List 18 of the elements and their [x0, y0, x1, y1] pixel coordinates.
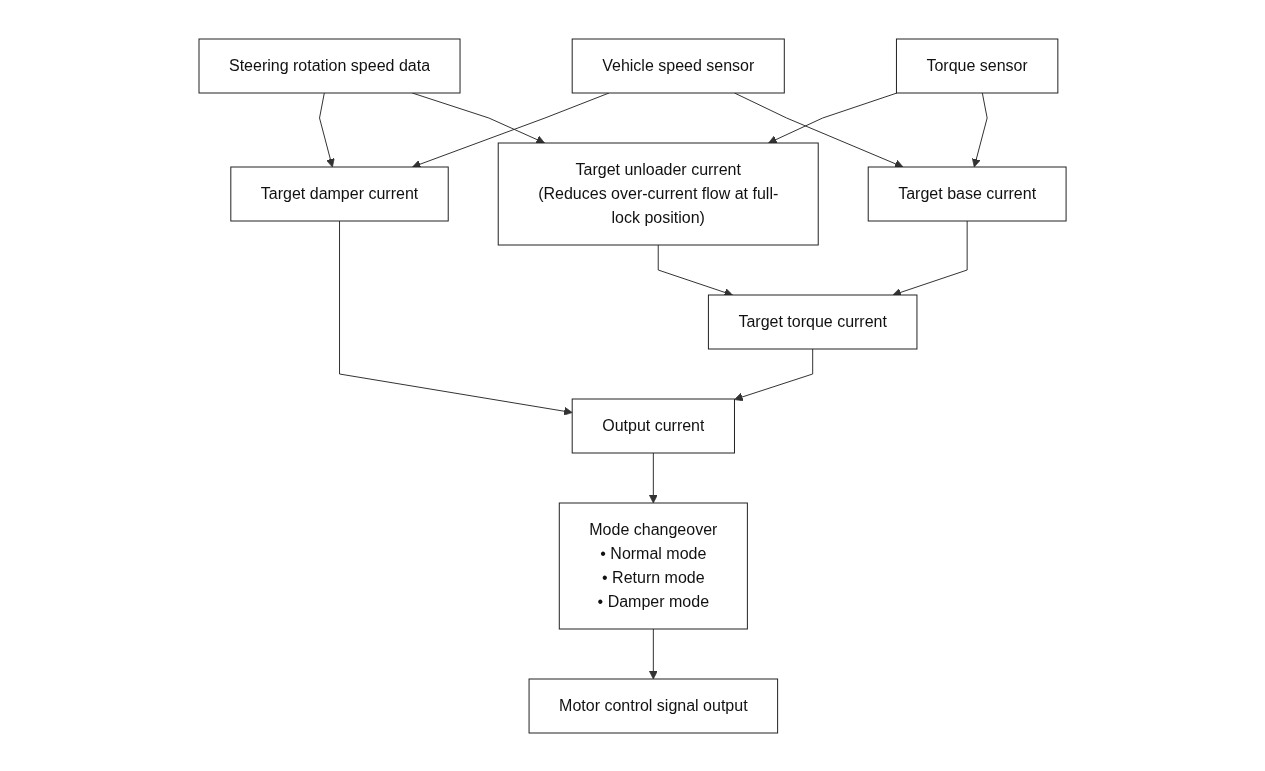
arrow: [734, 348, 814, 401]
node-box: Steering rotation speed data: [198, 38, 461, 93]
arrow: [768, 92, 898, 144]
arrow: [648, 628, 658, 679]
node-box: Mode changeover • Normal mode • Return mode • Damper mode: [558, 502, 748, 629]
arrow: [412, 92, 610, 168]
arrow: [648, 452, 658, 503]
arrow: [971, 92, 988, 167]
node-box: Target damper current: [230, 166, 449, 221]
node-box: Target base current: [867, 166, 1067, 221]
node-box: Output current: [571, 398, 735, 453]
node-box: Target unloader current (Reduces over-current flow at full-lock position): [497, 142, 819, 245]
arrow: [338, 220, 573, 416]
arrow: [318, 92, 335, 167]
node-box: Torque sensor: [895, 38, 1059, 93]
node-box: Motor control signal output: [528, 678, 779, 733]
node-box: Vehicle speed sensor: [571, 38, 785, 93]
node-box: Target torque current: [707, 294, 918, 349]
